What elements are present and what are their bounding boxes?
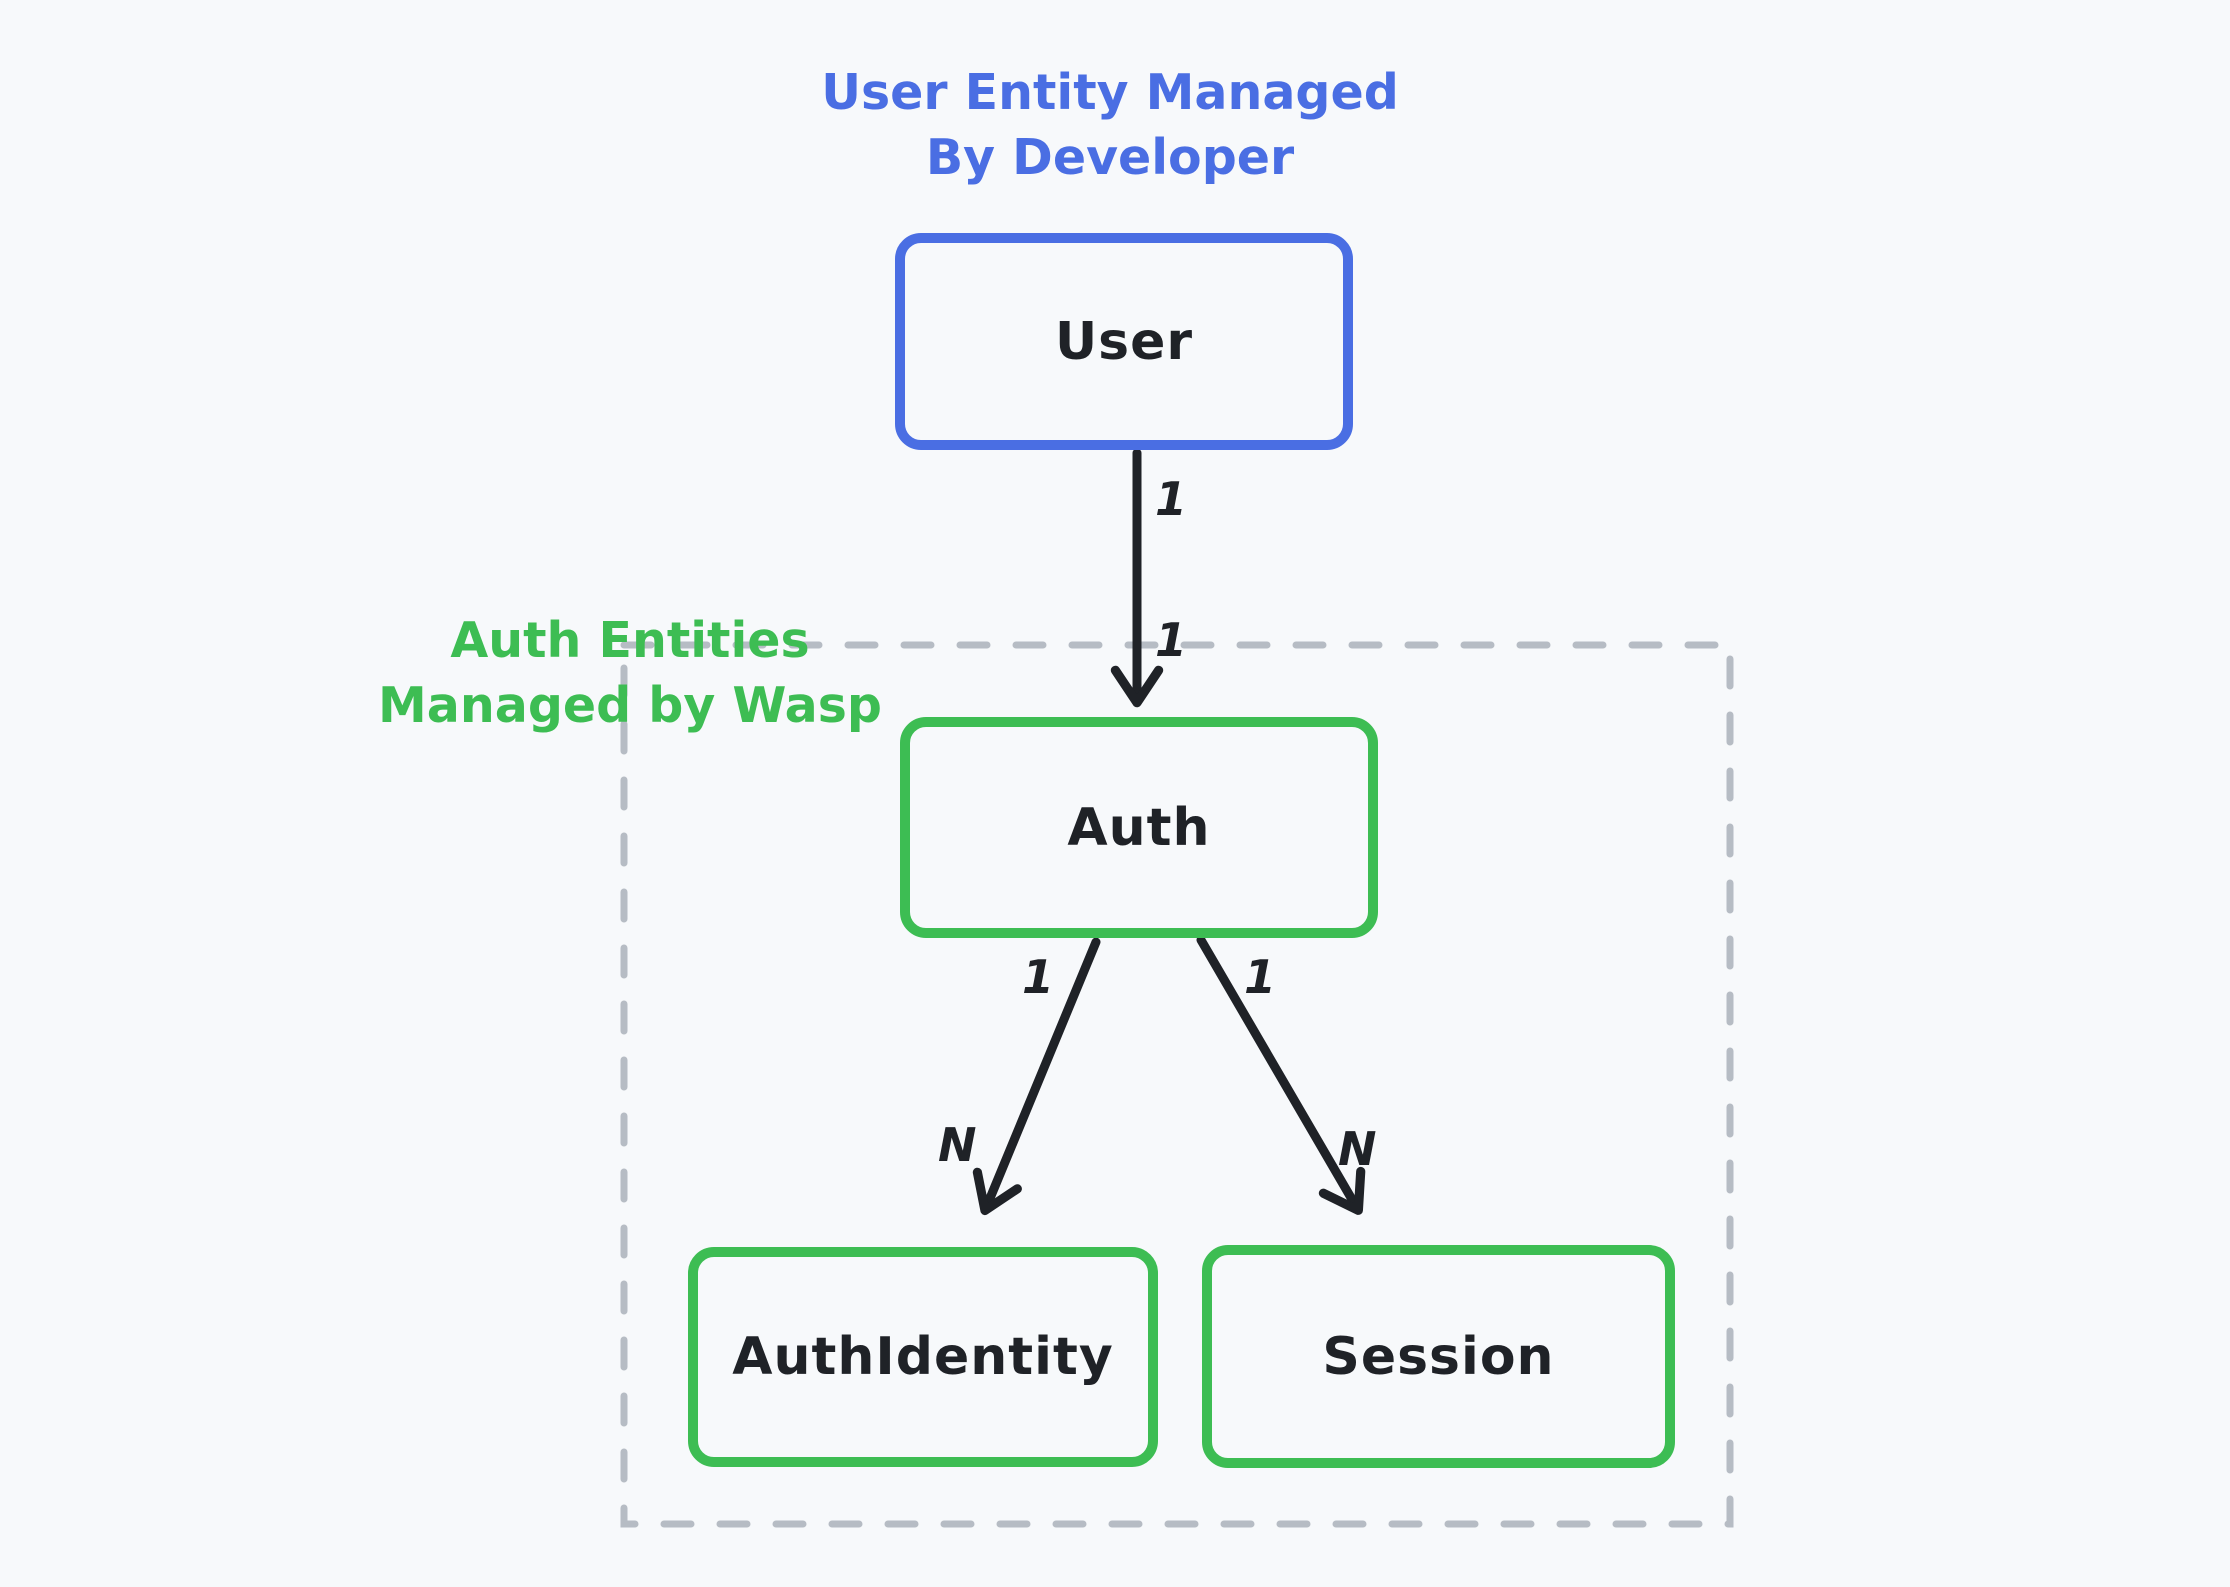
wasp-section-title: Auth Entities Managed by Wasp: [325, 608, 935, 738]
entity-box-user: User: [895, 233, 1353, 450]
entity-box-auth: Auth: [900, 717, 1378, 938]
wasp-section-title-line1: Auth Entities: [450, 612, 810, 669]
entity-box-authidentity: AuthIdentity: [688, 1247, 1158, 1467]
user-section-title-line1: User Entity Managed: [821, 64, 1399, 121]
arrow-auth-to-session: [1196, 935, 1366, 1215]
entity-label-user: User: [1054, 311, 1194, 372]
user-section-title: User Entity Managed By Developer: [760, 60, 1460, 190]
wasp-section-title-line2: Managed by Wasp: [378, 677, 882, 735]
entity-box-session: Session: [1202, 1245, 1675, 1468]
cardinality-user-to-auth-target: 1: [1155, 613, 1188, 667]
cardinality-user-to-auth-source: 1: [1155, 472, 1188, 526]
entity-label-auth: Auth: [1067, 797, 1211, 858]
cardinality-auth-to-session-source: 1: [1244, 950, 1277, 1004]
user-section-title-line2: By Developer: [925, 129, 1295, 187]
cardinality-auth-to-authidentity-source: 1: [1022, 950, 1055, 1004]
entity-label-session: Session: [1322, 1326, 1555, 1387]
cardinality-auth-to-authidentity-target: N: [938, 1118, 977, 1172]
entity-label-authidentity: AuthIdentity: [732, 1327, 1114, 1387]
cardinality-auth-to-session-target: N: [1338, 1122, 1377, 1176]
